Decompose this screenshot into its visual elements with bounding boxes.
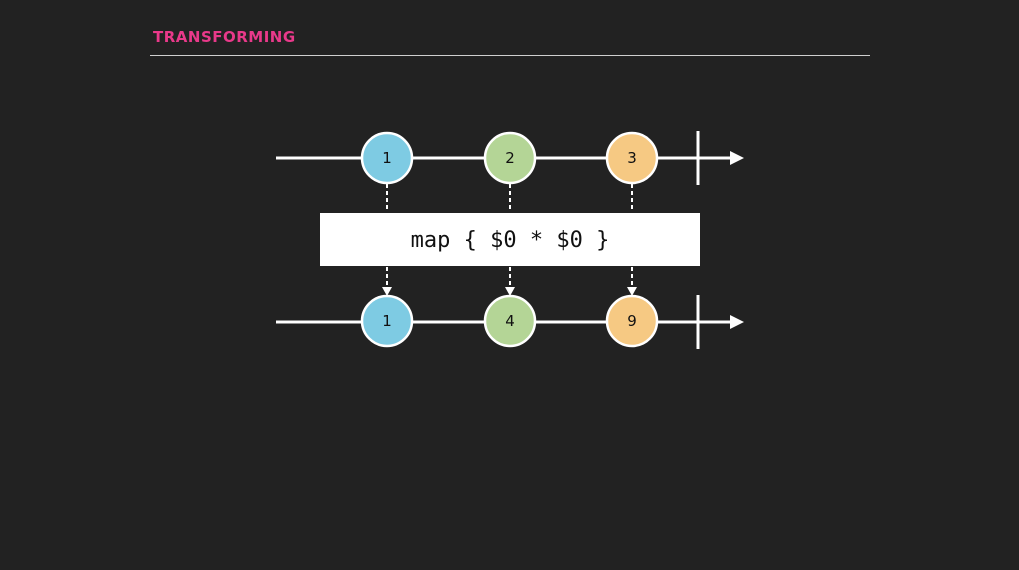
- connector-out-1-arrowhead: [382, 287, 392, 296]
- output-marble-2-label: 4: [505, 312, 515, 330]
- output-marble-1-circle: [360, 294, 414, 348]
- input-marble-1-circle: [360, 131, 414, 185]
- operator-label: map { $0 * $0 }: [411, 228, 610, 253]
- slide-title: TRANSFORMING: [153, 28, 296, 46]
- output-connectors: [382, 267, 637, 296]
- input-marbles: 1 2 3: [360, 131, 659, 185]
- input-marble-2-label: 2: [505, 149, 515, 167]
- output-marble-1: 1: [360, 294, 414, 348]
- operator-box: map { $0 * $0 }: [320, 213, 700, 266]
- output-marble-2: 4: [483, 294, 537, 348]
- title-divider: [150, 55, 870, 56]
- connector-out-2-arrowhead: [505, 287, 515, 296]
- output-timeline-arrowhead: [730, 315, 744, 329]
- output-marble-3-label: 9: [627, 312, 637, 330]
- output-marble-1-label: 1: [382, 312, 392, 330]
- input-marble-3: 3: [605, 131, 659, 185]
- input-marble-1-label: 1: [382, 149, 392, 167]
- input-marble-1: 1: [360, 131, 414, 185]
- output-marble-3-circle: [605, 294, 659, 348]
- input-connectors: [386, 184, 633, 212]
- output-marbles: 1 4 9: [360, 294, 659, 348]
- input-marble-3-circle: [605, 131, 659, 185]
- input-timeline-arrowhead: [730, 151, 744, 165]
- input-marble-3-label: 3: [627, 149, 637, 167]
- operator-box-background: [320, 213, 700, 266]
- input-marble-2-circle: [483, 131, 537, 185]
- connector-out-3-arrowhead: [627, 287, 637, 296]
- input-marble-2: 2: [483, 131, 537, 185]
- output-marble-3: 9: [605, 294, 659, 348]
- output-marble-2-circle: [483, 294, 537, 348]
